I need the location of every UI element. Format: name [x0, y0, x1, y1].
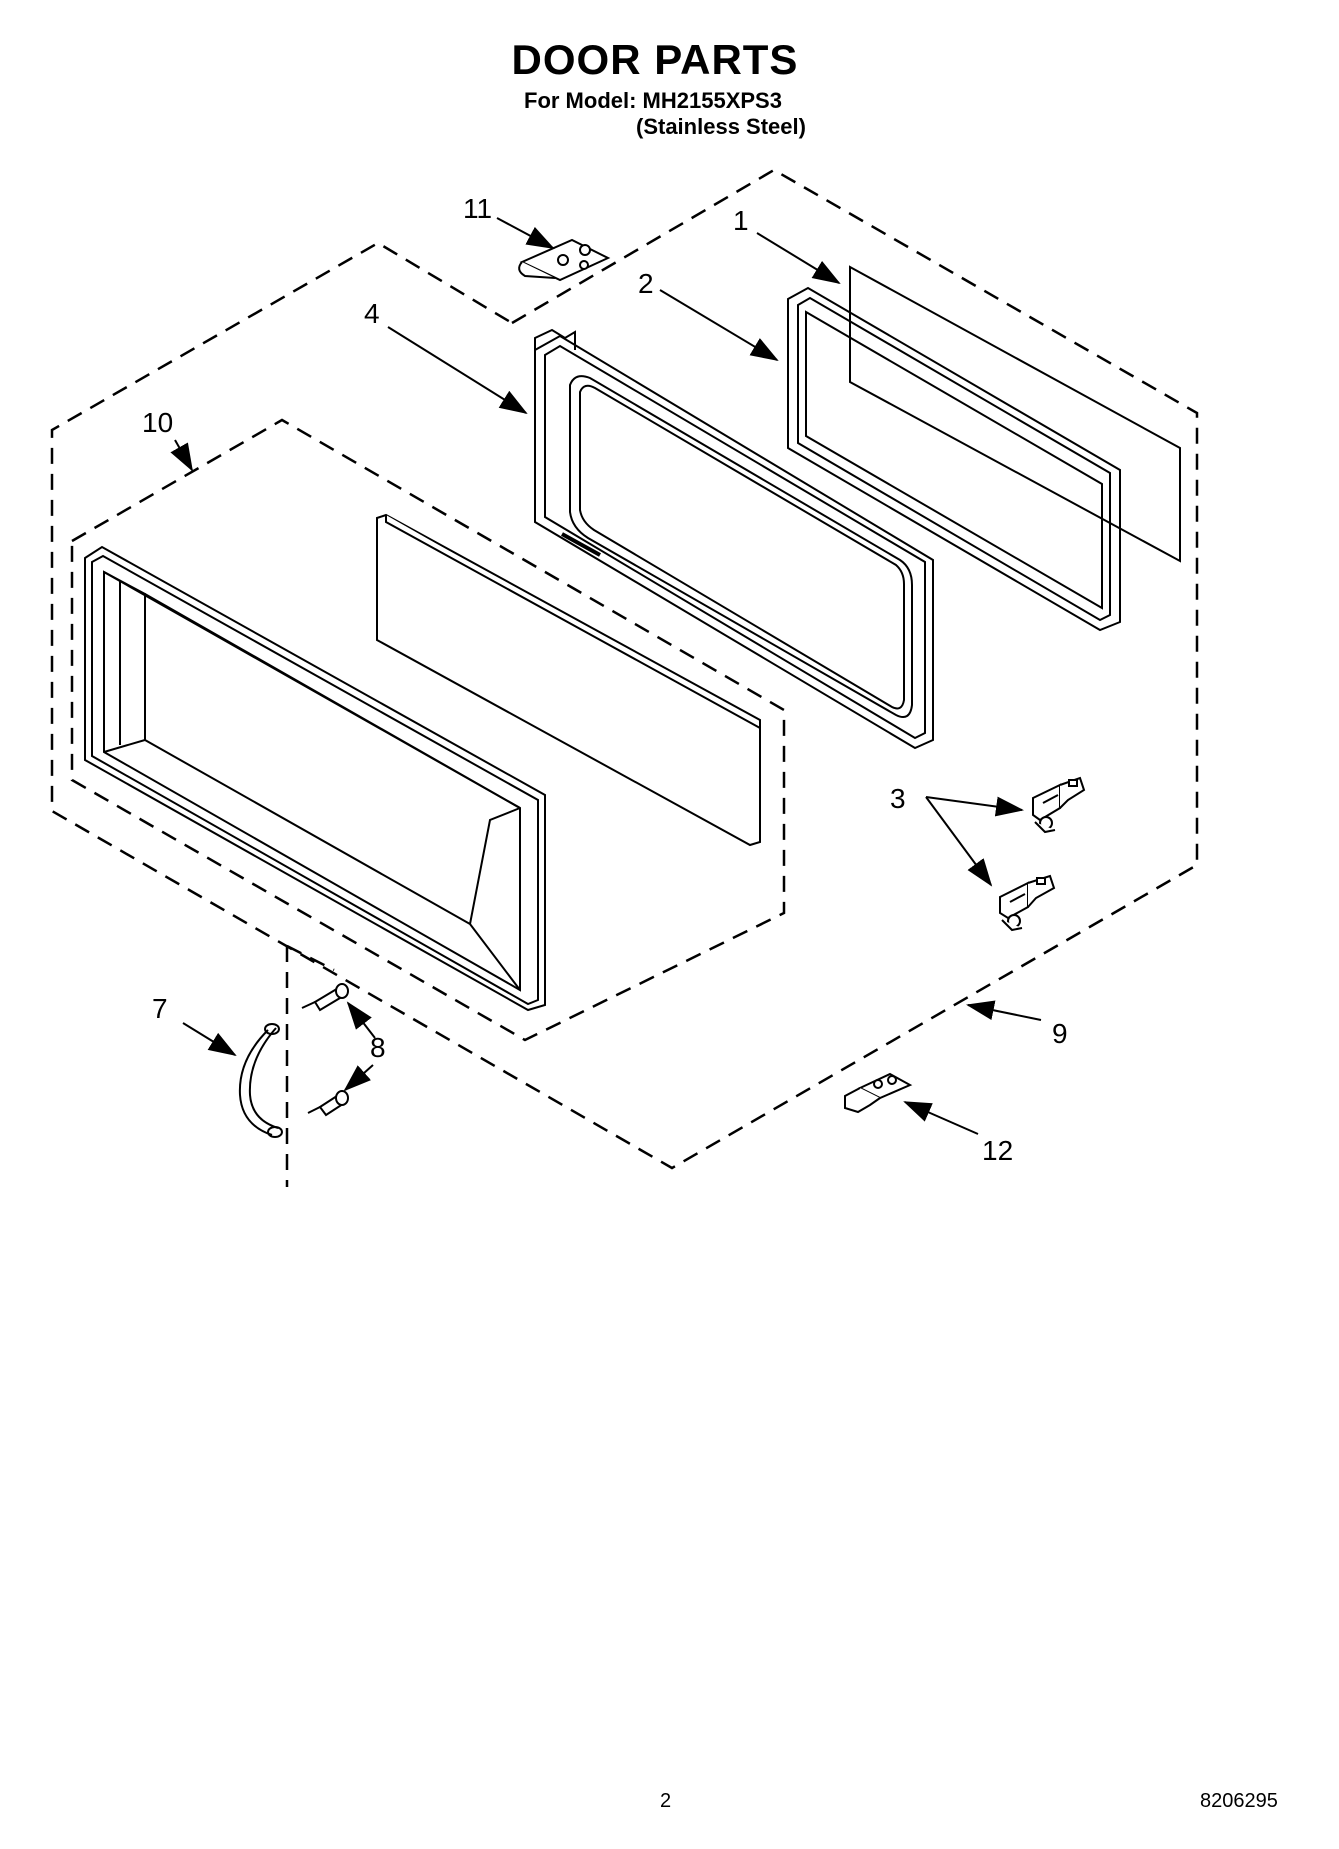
callout-2: 2	[638, 268, 654, 299]
callout-7: 7	[152, 993, 168, 1024]
door-choke-frame-part	[787, 286, 1121, 632]
door-panel-group-outline	[70, 418, 786, 1042]
callout-3: 3	[890, 783, 906, 814]
lower-hinge-part	[844, 1072, 913, 1114]
model-variant: (Stainless Steel)	[636, 114, 806, 139]
page-number: 2	[660, 1790, 672, 1812]
door-handle-part	[238, 1023, 283, 1138]
inner-door-frame-part	[534, 328, 934, 750]
callout-4: 4	[364, 298, 380, 329]
screw-lower-part	[307, 1090, 349, 1117]
callout-8: 8	[370, 1032, 386, 1063]
page-title: DOOR PARTS	[511, 36, 799, 83]
front-glass-panel-part	[376, 513, 761, 847]
model-number: For Model: MH2155XPS3	[524, 88, 782, 113]
upper-hinge-part	[518, 238, 611, 282]
door-latch-lower-part	[999, 874, 1056, 932]
callout-11: 11	[463, 193, 492, 224]
handle-group-outline	[285, 944, 335, 1187]
screw-upper-part	[301, 983, 349, 1012]
glass-panel-part	[849, 265, 1181, 563]
callout-10: 10	[142, 407, 173, 438]
door-latch-upper-part	[1032, 776, 1086, 834]
callout-9: 9	[1052, 1018, 1068, 1049]
door-assembly-group-outline	[50, 168, 1199, 1170]
outer-door-part	[84, 545, 546, 1012]
document-number: 8206295	[1200, 1790, 1278, 1812]
callout-1: 1	[733, 205, 749, 236]
callout-12: 12	[982, 1135, 1013, 1166]
callout-leaders	[170, 217, 1042, 1135]
